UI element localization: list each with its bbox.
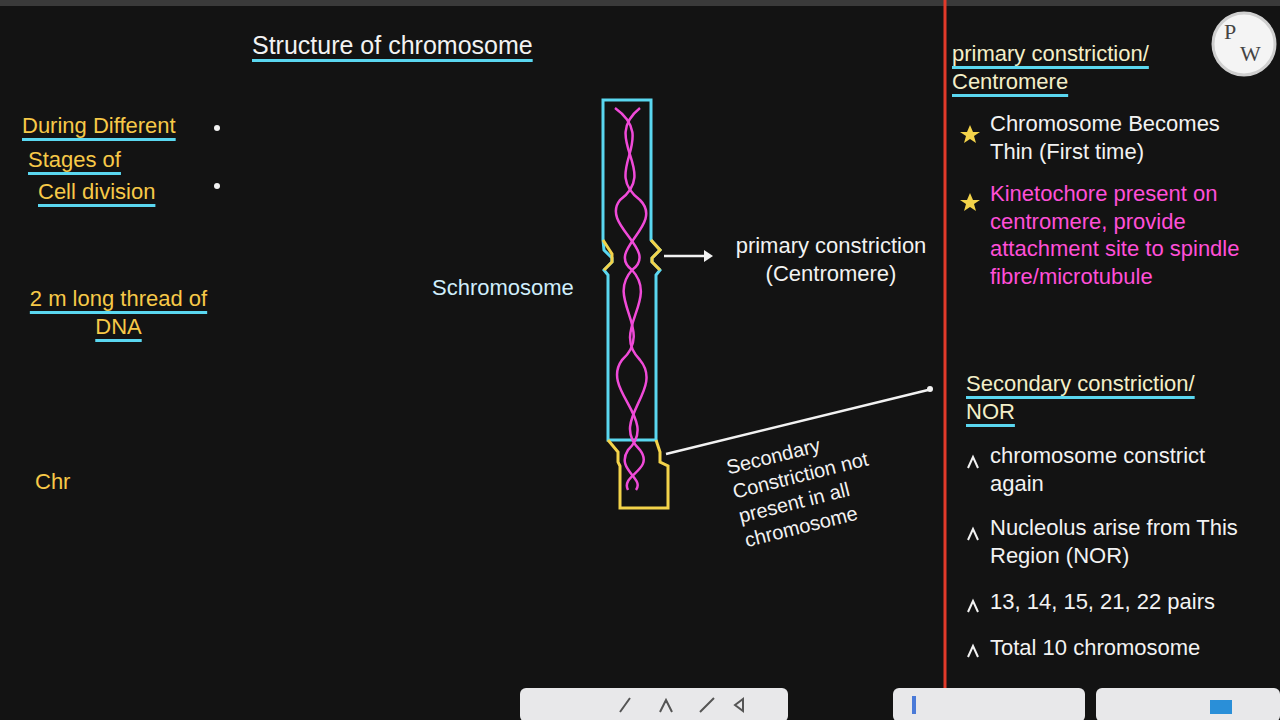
- divider-line: [944, 0, 947, 720]
- note: Nucleolus arise from This Region (NOR): [990, 514, 1265, 569]
- toolbar-icon: [912, 696, 916, 714]
- satellite-outline: [608, 440, 668, 508]
- triangle-marker: [968, 457, 978, 468]
- logo-circle-shape: [1213, 13, 1275, 75]
- toolbar-icon: [1210, 700, 1232, 714]
- toolbar-icons: [620, 698, 743, 712]
- bullet-dot: [214, 183, 220, 189]
- star-marker: [960, 193, 980, 211]
- part-label: Secondary Constriction not present in al…: [724, 406, 947, 553]
- note: Chr: [35, 468, 115, 496]
- note: Total 10 chromosome: [990, 634, 1275, 662]
- leader-dot: [927, 386, 933, 392]
- bullet-dot: [214, 125, 220, 131]
- note: Schromosome: [432, 274, 592, 302]
- triangle-marker: [968, 601, 978, 612]
- logo-letter: P: [1224, 18, 1236, 46]
- toolbar: [893, 688, 1085, 720]
- heading-note: Stages of: [28, 146, 208, 174]
- triangle-marker: [968, 646, 978, 657]
- top-edge: [0, 0, 1280, 6]
- dna-strand: [615, 108, 647, 490]
- dna-strand: [616, 108, 640, 490]
- note: Kinetochore present on centromere, provi…: [990, 180, 1275, 290]
- toolbar: [1096, 688, 1280, 720]
- arrow-head: [704, 250, 713, 262]
- heading-note: Cell division: [38, 178, 218, 206]
- section-heading: primary constriction/ Centromere: [952, 40, 1197, 95]
- logo-letter: W: [1240, 40, 1261, 68]
- note: Chromosome Becomes Thin (First time): [990, 110, 1268, 165]
- star-marker: [960, 125, 980, 143]
- note: chromosome constrict again: [990, 442, 1260, 497]
- note: 13, 14, 15, 21, 22 pairs: [990, 588, 1275, 616]
- toolbar: [520, 688, 788, 720]
- leader-arrow: [664, 255, 704, 258]
- section-heading: Secondary constriction/ NOR: [966, 370, 1236, 425]
- heading-note: During Different: [22, 112, 222, 140]
- title: Structure of chromosome: [252, 30, 533, 61]
- note: 2 m long thread of DNA: [26, 285, 211, 340]
- logo-circle: PW: [1210, 10, 1278, 78]
- part-label: primary constriction (Centromere): [716, 232, 946, 287]
- triangle-marker: [968, 529, 978, 540]
